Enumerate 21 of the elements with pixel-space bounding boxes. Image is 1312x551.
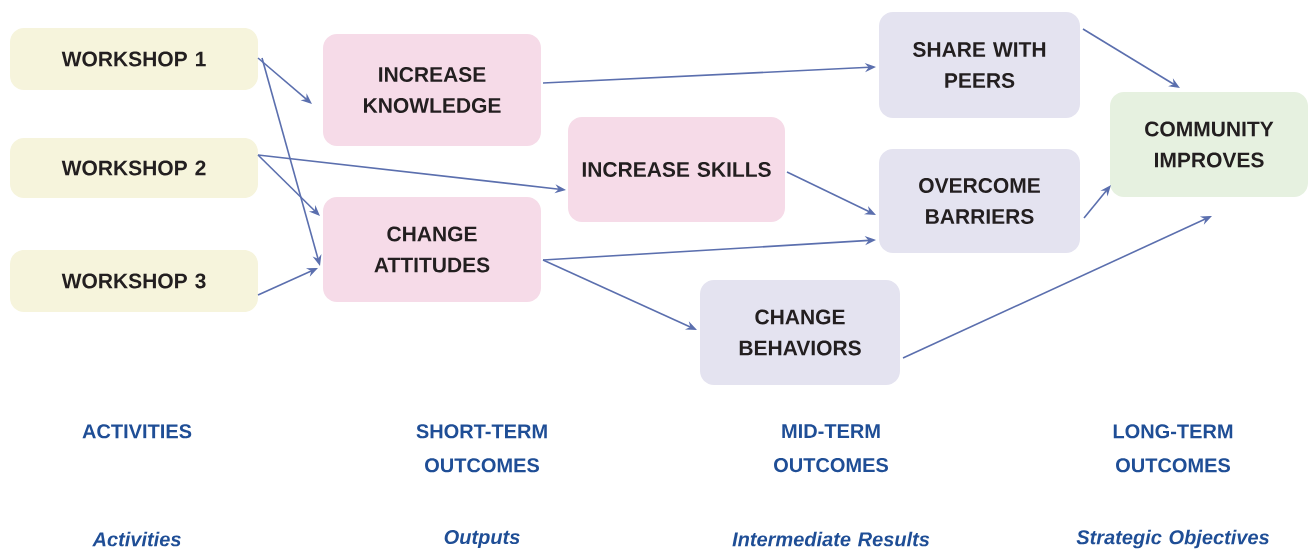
outcome-box: SHARE WITH PEERS bbox=[879, 12, 1080, 118]
outcome-box: WORKSHOP 2 bbox=[10, 138, 258, 198]
column-heading: MID-TERM OUTCOMES bbox=[774, 424, 888, 473]
outcome-box: INCREASE KNOWLEDGE bbox=[323, 34, 541, 146]
arrow bbox=[257, 154, 320, 216]
column-subtitle: Activities bbox=[92, 531, 181, 547]
outcome-box: COMMUNITY IMPROVES bbox=[1110, 92, 1308, 197]
outcome-box: INCREASE SKILLS bbox=[568, 117, 785, 222]
outcome-box: CHANGE BEHAVIORS bbox=[700, 280, 900, 385]
column-heading: LONG-TERM OUTCOMES bbox=[1113, 424, 1233, 473]
arrow bbox=[257, 57, 312, 104]
column-subtitle: Outputs bbox=[444, 529, 520, 549]
column-subtitle: Strategic Objectives bbox=[1076, 529, 1269, 549]
outcome-box: CHANGE ATTITUDES bbox=[323, 197, 541, 302]
outcome-box: OVERCOME BARRIERS bbox=[879, 149, 1080, 253]
outcome-box: WORKSHOP 1 bbox=[10, 28, 258, 90]
arrow bbox=[1083, 185, 1111, 219]
column-subtitle: Intermediate Results bbox=[732, 531, 930, 547]
column-heading: SHORT-TERM OUTCOMES bbox=[416, 424, 547, 473]
outcome-box: WORKSHOP 3 bbox=[10, 250, 258, 312]
column-heading: ACTIVITIES bbox=[82, 424, 192, 439]
